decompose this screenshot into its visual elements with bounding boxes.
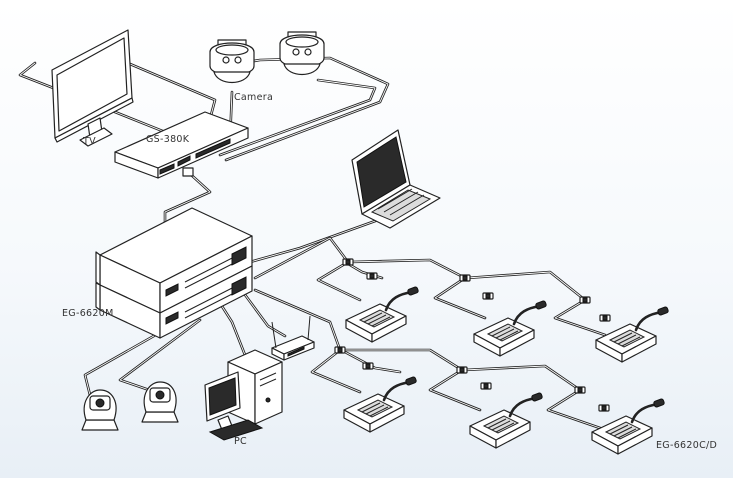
camera-icon [279,31,325,76]
conference-microphone-icon [472,299,549,358]
conference-microphone-icon [468,391,545,450]
conference-microphone-icon [344,285,421,344]
camera-icon [81,389,119,431]
tv-icon [51,29,134,147]
switch-label: GS-380K [146,134,190,145]
pc-label: PC [234,436,247,447]
camera-label: Camera [234,92,274,103]
delegate-unit-label: EG-6620C/D [656,440,718,451]
router-icon [271,315,315,361]
cabling [18,56,607,430]
main-unit-icon [95,207,253,339]
main-unit-label: EG-6620M [62,308,114,319]
conference-microphone-icon [342,375,419,434]
network-switch-icon [114,111,249,179]
camera-icon [141,381,179,423]
laptop-icon [351,129,441,229]
camera-icon [209,39,255,84]
tv-label: TV [83,136,96,147]
pc-icon [204,349,283,441]
